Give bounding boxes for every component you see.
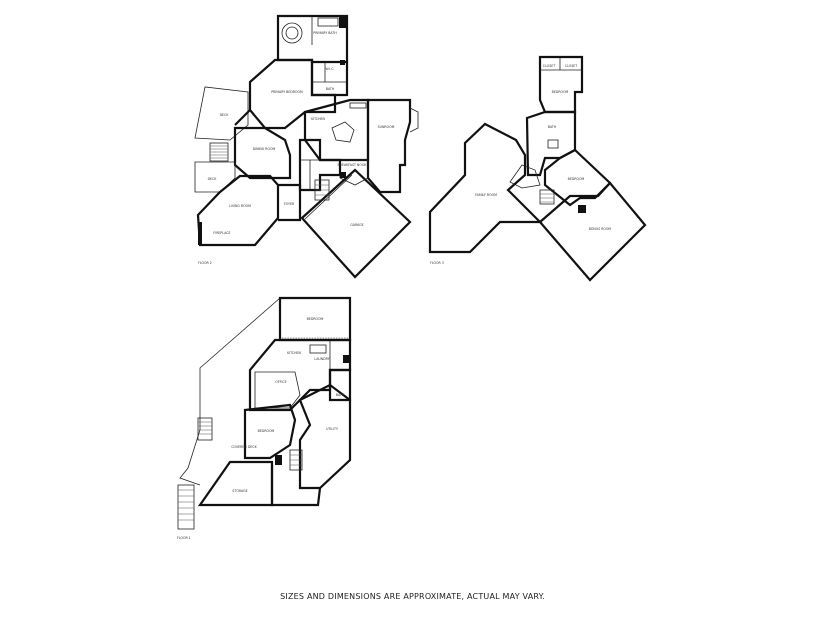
- room-label: COVERED DECK: [231, 445, 257, 449]
- room-label: SUNROOM: [378, 125, 395, 129]
- wic-fixture: [340, 60, 345, 65]
- floor-label: FLOOR 1: [177, 536, 191, 540]
- room-label: KITCHEN: [311, 117, 325, 121]
- room-label: CLOSET: [565, 64, 577, 68]
- room-label: BATH: [548, 125, 557, 129]
- room-label: GARAGE: [350, 223, 363, 227]
- room-label: LAUNDRY: [314, 357, 329, 361]
- sunroom-walls: [366, 98, 412, 194]
- garage-door: [304, 174, 353, 220]
- disclaimer-text: SIZES AND DIMENSIONS ARE APPROXIMATE, AC…: [280, 592, 545, 601]
- garage-walls: [300, 168, 412, 279]
- primary-bath-walls: [276, 14, 349, 64]
- fireplace-block: [198, 222, 202, 245]
- room-label: DINING ROOM: [253, 147, 276, 151]
- floor2-center-rooms: [298, 138, 342, 192]
- floor2-exterior-left: [234, 109, 251, 126]
- room-label: BREAKFAST NOOK: [338, 163, 368, 167]
- floor3-landing: [509, 164, 541, 189]
- vanity: [317, 17, 339, 27]
- room-label: BATH: [326, 87, 335, 91]
- floor3-column: [578, 205, 586, 213]
- room-label: FIREPLACE: [213, 231, 230, 235]
- room-label: BEDROOM: [258, 429, 275, 433]
- primary-bath-fixture: [339, 16, 347, 28]
- room-label: BEDROOM: [307, 317, 324, 321]
- kitchen-counter-f1: [309, 344, 327, 354]
- utility-column: [275, 455, 282, 465]
- room-label: STORAGE: [232, 489, 247, 493]
- sunroom-bay: [409, 107, 419, 133]
- floor3-bedroom-walls: [538, 55, 584, 114]
- covered-deck-stairs: [197, 417, 213, 441]
- kitchen-island: [331, 121, 355, 143]
- room-label: UTILITY: [326, 427, 338, 431]
- room-label: DECK: [208, 177, 218, 181]
- room-label: BEDROOM: [568, 177, 585, 181]
- room-label: FAMILY ROOM: [475, 193, 497, 197]
- floor1-entry-walls: [270, 465, 322, 507]
- floor-label: FLOOR 2: [198, 261, 212, 265]
- office-outline: [254, 371, 301, 409]
- kitchen-counter: [349, 102, 367, 109]
- room-label: OFFICE: [275, 380, 286, 384]
- living-room-walls: [196, 174, 280, 247]
- floor1-stairs: [289, 449, 303, 471]
- room-label: KITCHEN: [287, 351, 301, 355]
- laundry-fixture: [343, 355, 349, 363]
- dining-room-walls: [233, 126, 292, 180]
- floor3-stairs: [539, 189, 555, 205]
- floor1-bedroom2-walls: [243, 403, 297, 460]
- primary-bedroom-walls: [248, 58, 337, 130]
- tub-fixture: [281, 22, 303, 44]
- lower-deck-stairs: [177, 484, 195, 530]
- floor3-bath-fixture: [547, 139, 559, 149]
- garage-stairs: [314, 179, 330, 201]
- storage-walls: [197, 460, 274, 507]
- center-fixture: [340, 172, 346, 178]
- floor-2-plan: PRIMARY BATH W.I.C. PRIMARY BEDROOM DECK…: [194, 14, 419, 279]
- room-label: PRIMARY BATH: [313, 31, 337, 35]
- floor1-kitchen-walls: [248, 338, 352, 412]
- floor-label: FLOOR 3: [430, 261, 444, 265]
- floor-3-plan: CLOSET CLOSET BEDROOM FAMILY ROOM BEDROO…: [428, 55, 647, 282]
- room-label: FOYER: [284, 202, 295, 206]
- room-label: CLOSET: [543, 64, 555, 68]
- floor-1-plan: BEDROOM KITCHEN LAUNDRY OFFICE BATH BEDR…: [177, 296, 352, 540]
- room-label: DECK: [220, 113, 230, 117]
- room-label: LIVING ROOM: [229, 204, 251, 208]
- room-label: W.I.C.: [326, 67, 335, 71]
- floor2-stairs: [209, 142, 229, 162]
- family-room-walls: [428, 122, 543, 254]
- foyer-walls: [278, 183, 302, 222]
- room-label: BATH: [336, 393, 345, 397]
- deck-outline: [194, 86, 249, 141]
- covered-deck-outline: [179, 297, 281, 486]
- tub-inner: [285, 26, 299, 40]
- kitchen-walls: [303, 98, 370, 162]
- bonus-room-walls: [538, 181, 647, 282]
- room-label: PRIMARY BEDROOM: [271, 90, 303, 94]
- room-label: BONUS ROOM: [589, 227, 612, 231]
- room-label: BEDROOM: [552, 90, 569, 94]
